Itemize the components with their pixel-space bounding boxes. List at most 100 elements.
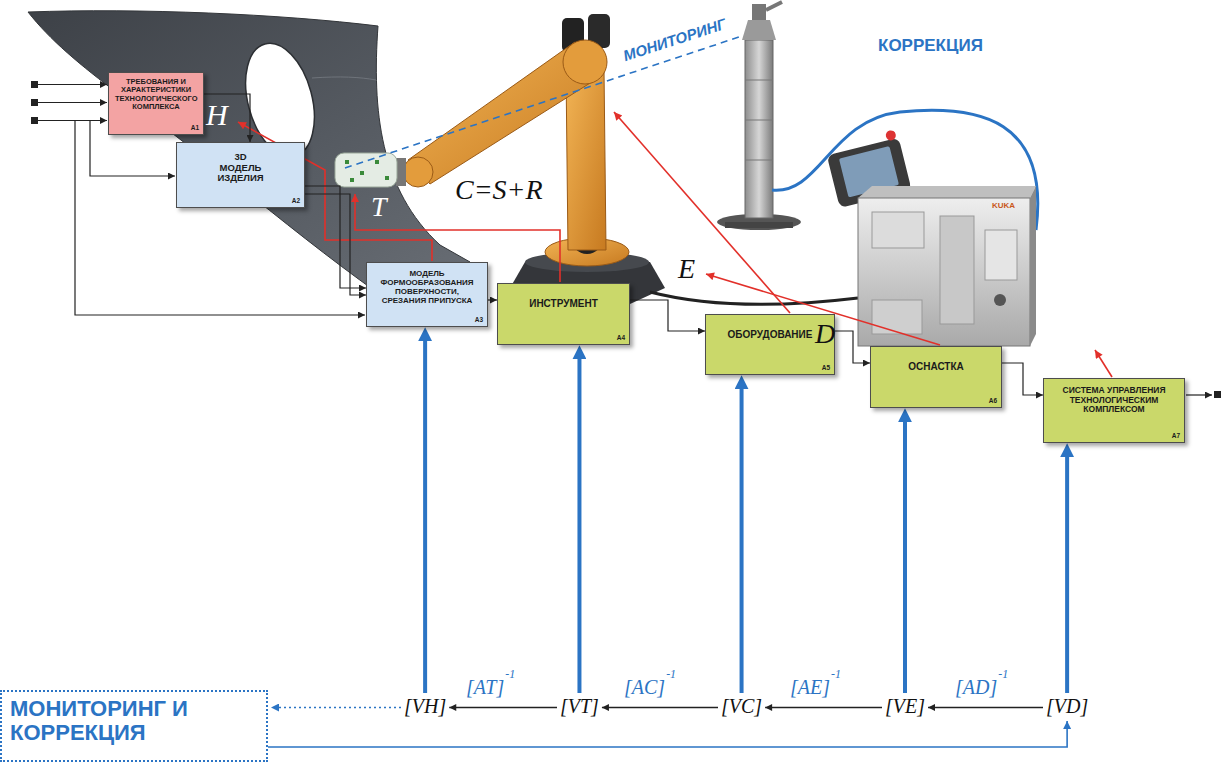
- box-code: A2: [181, 196, 300, 205]
- vector-label: [VE]: [885, 695, 925, 718]
- point-label: E: [678, 253, 695, 285]
- matrix-label: [AT]: [466, 676, 504, 699]
- workpiece-panel: [28, 11, 470, 305]
- spindle-column: [745, 40, 773, 218]
- exponent: -1: [831, 668, 841, 682]
- brand-label: KUKA: [992, 201, 1015, 210]
- spindle-column: [752, 4, 766, 20]
- transform-arrow: [602, 707, 718, 708]
- robot-controller: [858, 186, 1036, 346]
- output-wire: [1214, 391, 1221, 398]
- robot-arm: [403, 157, 433, 187]
- model-box: 3D МОДЕЛЬ ИЗДЕЛИЯ A2: [176, 142, 305, 208]
- exponent: -1: [666, 668, 676, 682]
- box-title: СИСТЕМА УПРАВЛЕНИЯ ТЕХНОЛОГИЧЕСКИМ КОМПЛ…: [1048, 386, 1180, 415]
- matrix-label: [AE]: [790, 676, 830, 699]
- spindle-column: [725, 222, 793, 228]
- workpiece-panel: [28, 11, 470, 305]
- output-wire: [1186, 394, 1212, 395]
- cables: [650, 292, 858, 304]
- process-box: ОСНАСТКА A6: [870, 346, 1002, 408]
- box-code: A4: [502, 333, 625, 342]
- box-code: A7: [1048, 431, 1180, 440]
- robot-controller: [858, 198, 1030, 346]
- robot-arm: [375, 160, 379, 164]
- flow-connector: [1002, 363, 1043, 395]
- spindle-column: [742, 20, 776, 40]
- input-wire: [31, 117, 38, 124]
- vector-label: [VH]: [404, 695, 446, 718]
- mapping-arrow: [423, 337, 427, 693]
- exponent: -1: [998, 668, 1008, 682]
- process-box: ИНСТРУМЕНТ A4: [497, 283, 630, 345]
- robot-arm: [350, 178, 354, 182]
- box-code: A6: [875, 396, 997, 405]
- box-title: МОНИТОРИНГ И КОРРЕКЦИЯ: [10, 697, 258, 745]
- output-wire: [1186, 391, 1221, 398]
- input-wire: [75, 121, 365, 316]
- input-wire: [38, 84, 107, 85]
- requirements-box: ТРЕБОВАНИЯ И ХАРАКТЕРИСТИКИ ТЕХНОЛОГИЧЕС…: [108, 72, 204, 135]
- point-label: T: [371, 191, 387, 223]
- transform-arrow: [765, 707, 882, 708]
- monitoring-label: МОНИТОРИНГ: [621, 15, 728, 65]
- robot-controller: [872, 212, 924, 248]
- robot-arm: [345, 160, 349, 164]
- spindle-column: [745, 80, 773, 160]
- robot-controller: [1030, 186, 1036, 346]
- robot-arm: [566, 70, 606, 250]
- robot-controller: [858, 186, 1036, 198]
- correction-arrow: [268, 721, 1067, 747]
- exponent: -1: [505, 668, 515, 682]
- robot-arm: [563, 40, 607, 84]
- monitoring-box: МОНИТОРИНГ И КОРРЕКЦИЯ: [0, 690, 268, 762]
- input-wire: [31, 99, 38, 106]
- process-box: МОДЕЛЬ ФОРМООБРАЗОВАНИЯ ПОВЕРХНОСТИ, СРЕ…: [366, 262, 488, 327]
- flow-connector: [305, 186, 366, 288]
- flow-connector: [488, 299, 497, 300]
- correction-label: КОРРЕКЦИЯ: [878, 36, 983, 56]
- robot-arm: [360, 171, 364, 175]
- robot-arm: [335, 153, 397, 187]
- box-title: МОДЕЛЬ ФОРМООБРАЗОВАНИЯ ПОВЕРХНОСТИ, СРЕ…: [371, 270, 483, 306]
- point-label: H: [206, 98, 228, 133]
- box-code: A3: [371, 315, 483, 324]
- monitoring-line: [345, 36, 742, 168]
- vector-label: [VT]: [560, 695, 599, 718]
- robot-controller: [994, 294, 1006, 306]
- input-wire: [38, 120, 107, 121]
- formula-label: C=S+R: [455, 174, 543, 206]
- robot-arm: [385, 176, 389, 180]
- box-code: A5: [710, 363, 830, 372]
- workpiece-panel: [312, 77, 376, 80]
- robot-controller: [872, 300, 922, 334]
- robot-controller: [940, 216, 974, 324]
- box-title: 3D МОДЕЛЬ ИЗДЕЛИЯ: [181, 152, 300, 184]
- flow-connector: [204, 94, 250, 142]
- matrix-label: [AD]: [955, 676, 997, 699]
- mapping-arrow: [614, 112, 790, 313]
- vector-label: [VC]: [721, 695, 762, 718]
- mapping-arrow: [577, 355, 581, 693]
- input-wire: [38, 102, 107, 103]
- teach-pendant: [885, 129, 897, 141]
- spindle-column: [766, 2, 782, 10]
- robot-arm: [335, 14, 665, 304]
- transform-arrow: [928, 707, 1043, 708]
- flow-connector: [835, 331, 870, 363]
- monitoring-arrow: [271, 707, 401, 709]
- robot-controller: [985, 230, 1017, 280]
- box-title: ТРЕБОВАНИЯ И ХАРАКТЕРИСТИКИ ТЕХНОЛОГИЧЕС…: [113, 78, 199, 112]
- mapping-arrow: [238, 112, 1112, 377]
- mapping-arrow: [1065, 453, 1069, 693]
- flow-connector: [305, 194, 366, 295]
- box-title: ИНСТРУМЕНТ: [502, 298, 625, 309]
- mapping-arrow: [903, 418, 907, 693]
- vector-label: [VD]: [1046, 695, 1088, 718]
- flow-connector: [630, 300, 705, 331]
- box-code: A1: [113, 123, 199, 132]
- mapping-arrow: [1095, 350, 1112, 377]
- box-title: ОБОРУДОВАНИЕ: [710, 329, 830, 340]
- point-label: D: [815, 318, 835, 350]
- box-title: ОСНАСТКА: [875, 361, 997, 372]
